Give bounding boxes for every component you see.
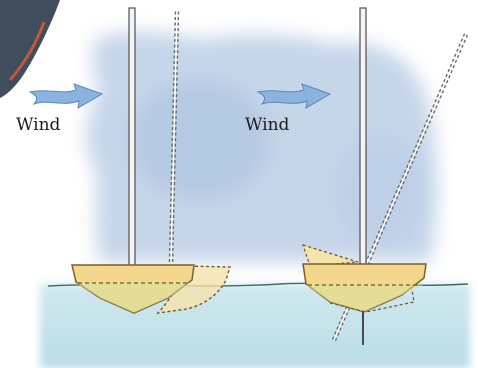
wind-label-left: Wind — [16, 117, 60, 134]
corner-decoration — [0, 0, 60, 98]
wind-label-right: Wind — [245, 117, 289, 134]
mast — [360, 8, 366, 266]
wind-arrow-icon — [30, 84, 102, 108]
mast — [129, 8, 135, 266]
